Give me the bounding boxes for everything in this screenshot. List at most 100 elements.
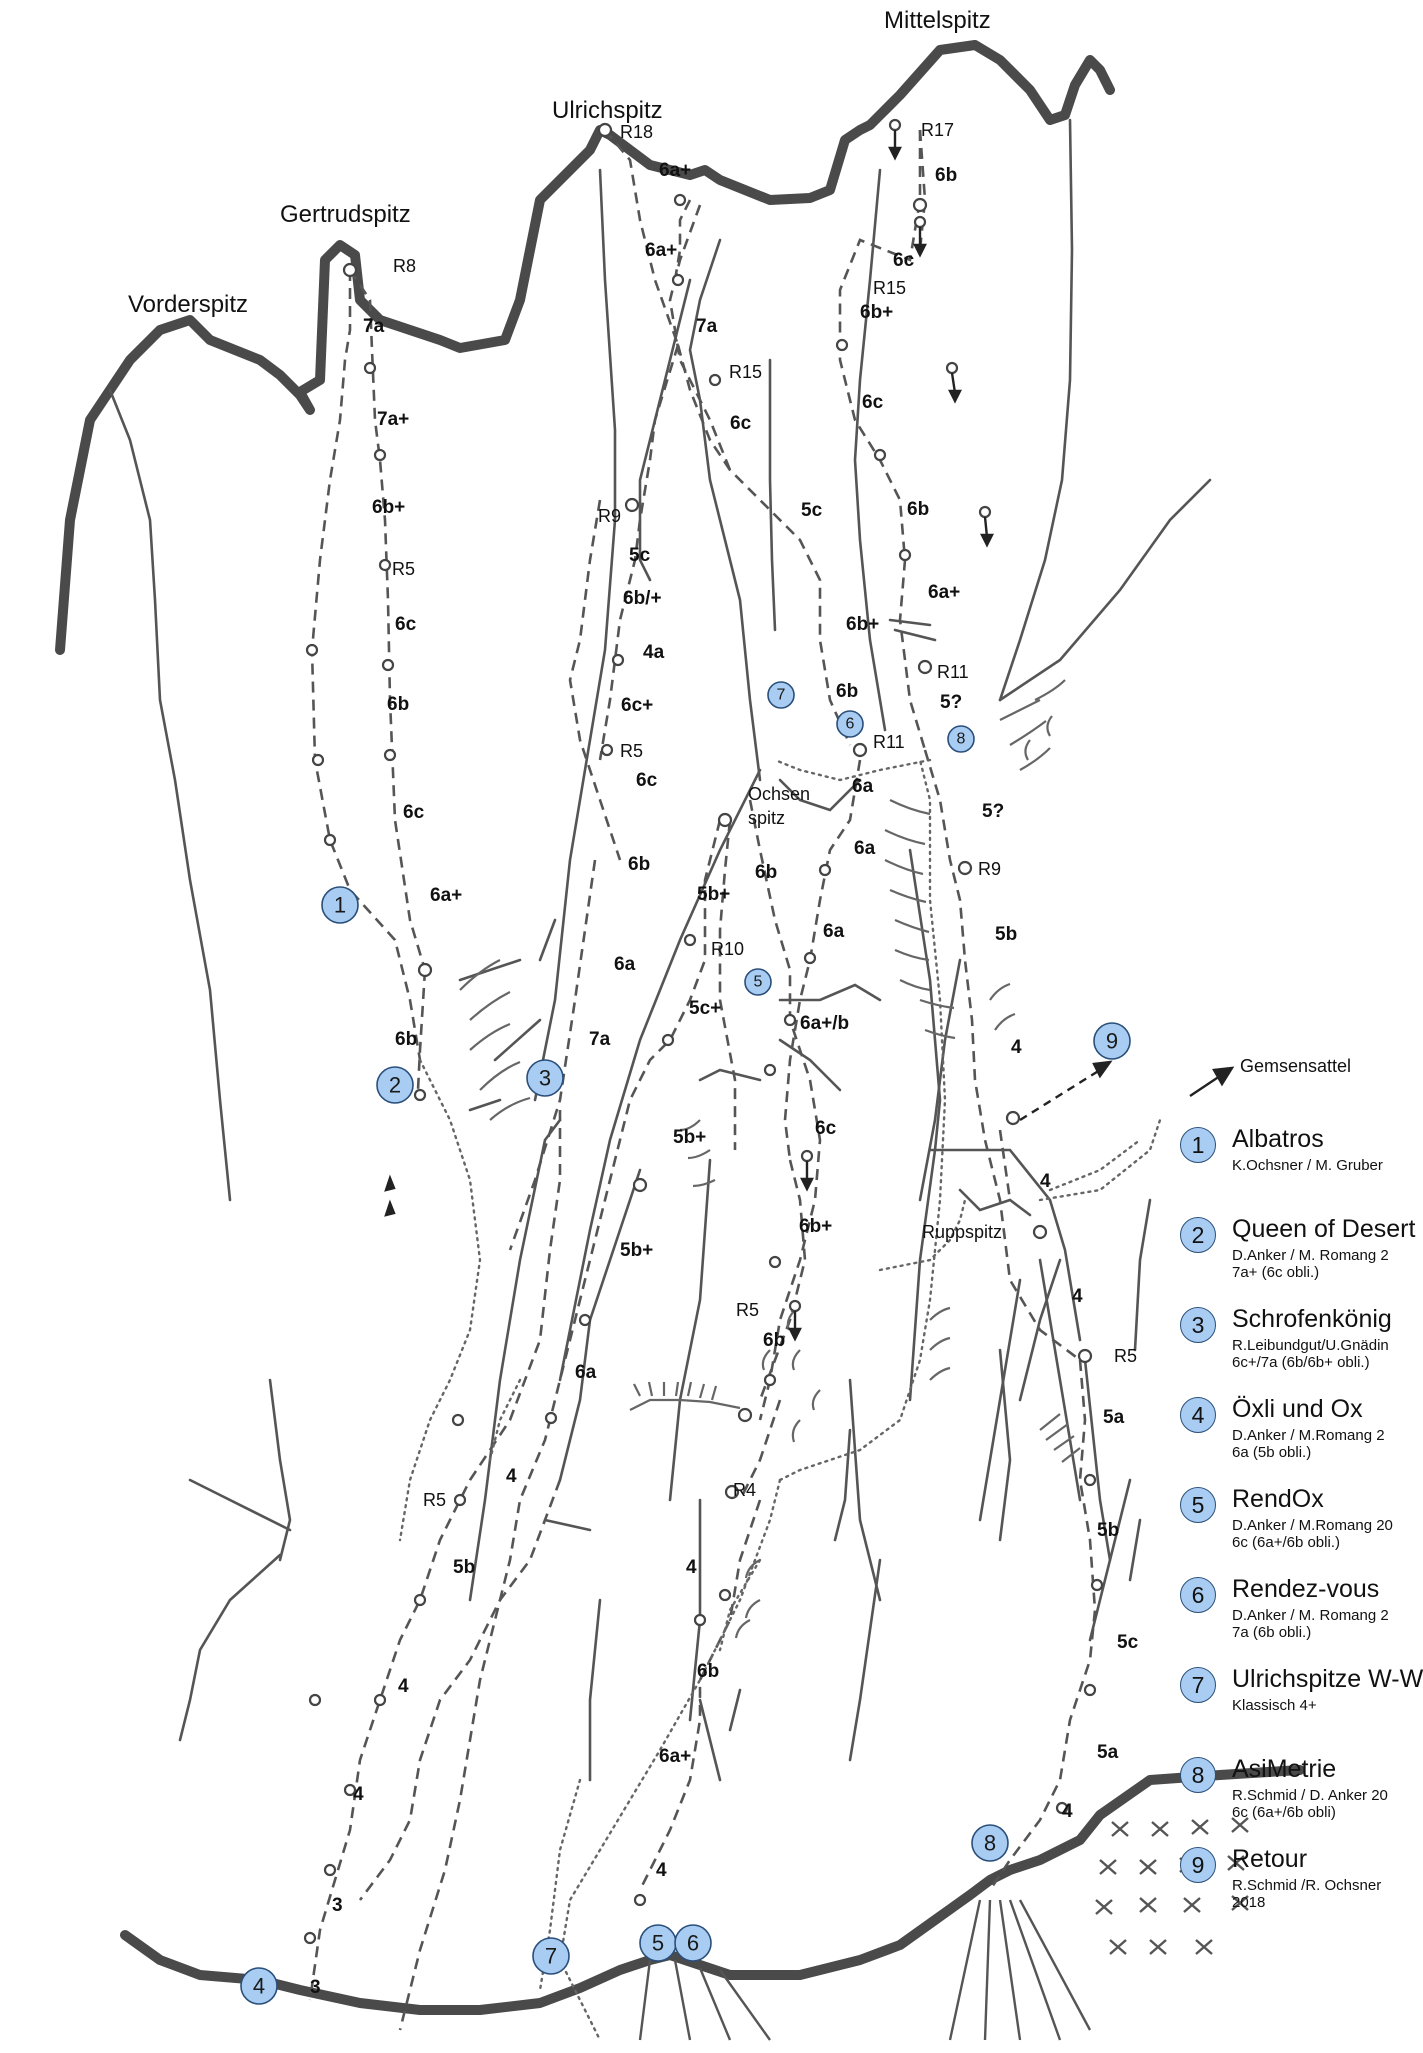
legend-grade: 6c (6a+/6b obli)	[1232, 1804, 1336, 1821]
legend-authors: D.Anker / M. Romang 2	[1232, 1247, 1389, 1264]
legend-grade: 2018	[1232, 1894, 1265, 1911]
grade-label: 6b+	[860, 302, 893, 323]
grade-label: 6b	[907, 499, 929, 520]
relay-label: R9	[978, 859, 1001, 879]
grade-label: 7a	[589, 1029, 611, 1050]
legend-item-5: 5 RendOx D.Anker / M.Romang 20 6c (6a+/6…	[1180, 1485, 1423, 1575]
legend-item-3: 3 Schrofenkönig R.Leibundgut/U.Gnädin 6c…	[1180, 1305, 1423, 1395]
legend-authors: D.Anker / M.Romang 20	[1232, 1517, 1393, 1534]
legend-item-8: 8 AsiMetrie R.Schmid / D. Anker 20 6c (6…	[1180, 1755, 1423, 1845]
grade-label: 6b	[763, 1330, 785, 1351]
svg-text:4: 4	[253, 1974, 265, 1999]
grade-label: 6a	[575, 1362, 597, 1383]
legend-route-name: Ulrichspitze W-W	[1232, 1665, 1423, 1694]
grade-label: 5b	[453, 1557, 475, 1578]
grade-label: 6c	[815, 1118, 837, 1139]
grade-label: 4	[656, 1860, 667, 1881]
grade-label: 6b+	[372, 497, 405, 518]
legend-number: 6	[1180, 1577, 1216, 1613]
route-badge-4: 4	[241, 1968, 277, 2004]
grade-label: 5c+	[689, 998, 721, 1019]
legend-item-4: 4 Öxli und Ox D.Anker / M.Romang 2 6a (5…	[1180, 1395, 1423, 1485]
relay-label: R5	[423, 1490, 446, 1510]
svg-text:8: 8	[957, 731, 966, 748]
legend-item-9: 9 Retour R.Schmid /R. Ochsner 2018	[1180, 1845, 1423, 1935]
grade-label: 6b	[395, 1029, 417, 1050]
svg-text:1: 1	[334, 893, 346, 918]
relay-label: R11	[937, 662, 969, 682]
grade-label: 6b	[935, 165, 957, 186]
grade-label: 6b+	[846, 614, 879, 635]
grade-label: 5c	[1117, 1632, 1139, 1653]
legend-authors: D.Anker / M.Romang 2	[1232, 1427, 1385, 1444]
relay-label: R8	[393, 256, 416, 276]
grade-label: 5c	[629, 545, 651, 566]
peak-label-ochsenspitz-2: spitz	[748, 808, 785, 828]
legend-route-name: Albatros	[1232, 1125, 1324, 1154]
grade-label: 5b	[995, 924, 1017, 945]
grade-label: 6b/+	[623, 588, 662, 609]
route-badge-6: 6	[675, 1925, 711, 1961]
grade-label: 5c	[801, 500, 823, 521]
relay-label: R15	[729, 362, 762, 382]
legend-route-name: Retour	[1232, 1845, 1307, 1874]
svg-text:8: 8	[984, 1831, 996, 1856]
legend-item-7: 7 Ulrichspitze W-W Klassisch 4+	[1180, 1665, 1423, 1755]
grade-label: 6b	[836, 681, 858, 702]
grade-label: 4	[686, 1557, 697, 1578]
svg-text:3: 3	[539, 1066, 551, 1091]
grade-label: 6c	[730, 413, 752, 434]
grade-label: 5?	[982, 801, 1004, 822]
grade-label: 5b+	[697, 884, 730, 905]
grade-label: 6a+	[430, 885, 462, 906]
legend-route-name: Queen of Desert	[1232, 1215, 1415, 1244]
relay-label: R4	[733, 1480, 756, 1500]
legend-grade: 7a (6b obli.)	[1232, 1624, 1311, 1641]
relay-label: R5	[620, 741, 643, 761]
svg-text:6: 6	[846, 716, 855, 733]
legend-authors: Klassisch 4+	[1232, 1697, 1317, 1714]
peak-label-vorderspitz: Vorderspitz	[128, 291, 248, 318]
route-badge-7: 7	[533, 1938, 569, 1974]
legend-authors: D.Anker / M. Romang 2	[1232, 1607, 1389, 1624]
grade-label: 4a	[643, 642, 665, 663]
legend-number: 7	[1180, 1667, 1216, 1703]
grade-label: 6a	[614, 954, 636, 975]
relay-label: R5	[392, 559, 415, 579]
legend-authors: K.Ochsner / M. Gruber	[1232, 1157, 1383, 1174]
legend-grade: 7a+ (6c obli.)	[1232, 1264, 1319, 1281]
relay-label: R18	[620, 122, 653, 142]
legend-route-name: Rendez-vous	[1232, 1575, 1379, 1604]
legend-route-name: RendOx	[1232, 1485, 1324, 1514]
grade-label: 6a+	[659, 1746, 691, 1767]
grade-label: 4	[1072, 1286, 1083, 1307]
legend-grade: 6c (6a+/6b obli.)	[1232, 1534, 1340, 1551]
legend-grade: 6c+/7a (6b/6b+ obli.)	[1232, 1354, 1370, 1371]
grade-label: 6a+	[645, 240, 677, 261]
base-ground-line	[125, 1770, 1300, 2010]
grade-label: 7a+	[377, 409, 409, 430]
grade-label: 6c	[862, 392, 884, 413]
svg-text:5: 5	[652, 1931, 664, 1956]
peak-label-mittelspitz: Mittelspitz	[884, 7, 991, 34]
route-badge-8-top: 8	[948, 726, 974, 752]
grade-label: 4	[1062, 1801, 1073, 1822]
grade-label: 4	[353, 1784, 364, 1805]
descent-arrows	[386, 120, 1232, 1339]
label-gemsensattel: Gemsensattel	[1240, 1056, 1351, 1076]
grade-label: 3	[310, 1977, 321, 1998]
legend-authors: R.Schmid /R. Ochsner	[1232, 1877, 1381, 1894]
route-badge-5-top: 5	[745, 969, 771, 995]
svg-text:5: 5	[754, 974, 763, 991]
grade-label: 6b	[755, 862, 777, 883]
route-badge-5: 5	[640, 1925, 676, 1961]
grade-label: 4	[398, 1676, 409, 1697]
route-badge-9: 9	[1094, 1023, 1130, 1059]
peak-label-ruppspitz: Ruppspitz	[922, 1222, 1002, 1242]
grade-label: 6a	[854, 838, 876, 859]
grade-label: 3	[332, 1895, 343, 1916]
grade-label: 6b	[628, 854, 650, 875]
legend-number: 8	[1180, 1757, 1216, 1793]
legend-route-name: Schrofenkönig	[1232, 1305, 1392, 1334]
route-badge-7-top: 7	[768, 682, 794, 708]
